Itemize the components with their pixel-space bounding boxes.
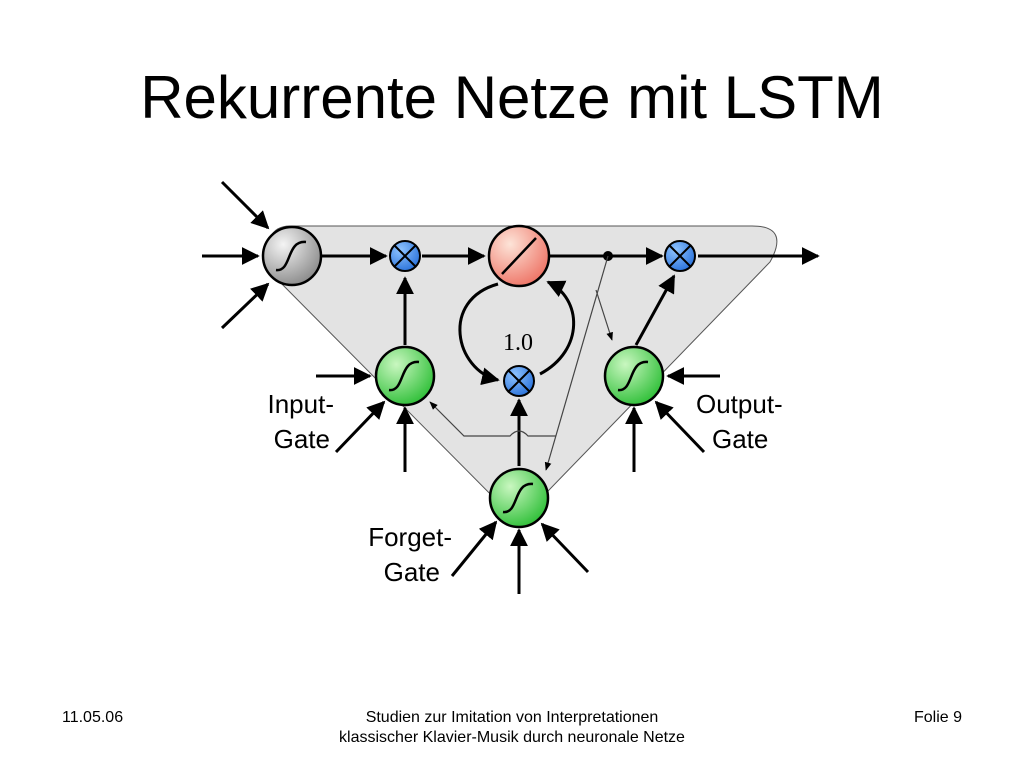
slide-title: Rekurrente Netze mit LSTM xyxy=(140,64,884,131)
footer-title-line2: klassischer Klavier-Musik durch neuronal… xyxy=(339,729,685,746)
peephole-connections xyxy=(429,255,613,471)
output-multiplier-node xyxy=(664,240,696,272)
input-gate-node xyxy=(374,345,436,407)
memory-cell-node xyxy=(487,224,551,288)
forget-multiplier-node xyxy=(503,365,535,397)
forget-gate-node xyxy=(488,467,550,529)
output-gate-label-line1: Output- xyxy=(696,389,783,419)
footer-date: 11.05.06 xyxy=(62,709,124,726)
forget-gate-label-line1: Forget- xyxy=(368,522,452,552)
self-loop-return-arrow xyxy=(539,280,576,376)
input-squash-node xyxy=(261,225,323,287)
input-node-arrows xyxy=(202,180,270,330)
input-gate-label-line2: Gate xyxy=(274,424,330,454)
output-gate-node xyxy=(603,345,665,407)
input-multiplier-node xyxy=(389,240,421,272)
forget-gate-label-line2: Gate xyxy=(384,557,440,587)
footer-presentation-title: Studien zur Imitation von Interpretation… xyxy=(212,708,812,748)
output-gate-label-line2: Gate xyxy=(712,424,768,454)
gate-input-arrows xyxy=(316,367,720,594)
footer-slide-number: Folie 9 xyxy=(913,709,962,726)
self-loop-weight-label: 1.0 xyxy=(503,330,533,356)
footer-title-line1: Studien zur Imitation von Interpretation… xyxy=(365,709,659,726)
input-gate-label-line1: Input- xyxy=(268,389,335,419)
self-loop-arrow xyxy=(458,282,500,386)
gate-control-arrows xyxy=(396,274,676,466)
